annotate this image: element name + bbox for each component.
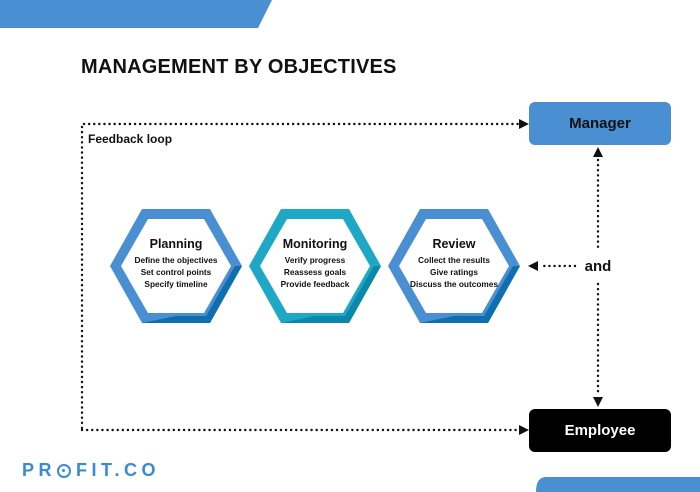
feedback-loop-path xyxy=(80,122,522,430)
monitoring-item: Provide feedback xyxy=(280,279,350,289)
feedback-loop-label: Feedback loop xyxy=(88,132,173,146)
review-hexagon-shape xyxy=(388,209,520,323)
review-item: Collect the results xyxy=(418,255,490,265)
and-connector-label: and xyxy=(578,256,618,277)
arrow-to-review xyxy=(528,261,538,271)
planning-item: Set control points xyxy=(140,267,212,277)
monitoring-hexagon: Monitoring Verify progress Reassess goal… xyxy=(247,207,383,325)
review-item: Discuss the outcomes xyxy=(409,279,499,289)
page-title: MANAGEMENT BY OBJECTIVES xyxy=(81,56,397,78)
manager-box: Manager xyxy=(529,102,671,145)
arrow-down-employee xyxy=(593,397,603,407)
profit-co-logo: PR FIT.CO xyxy=(22,460,160,481)
review-hexagon: Review Collect the results Give ratings … xyxy=(386,207,522,325)
monitoring-item: Reassess goals xyxy=(283,267,347,277)
planning-title: Planning xyxy=(149,237,203,251)
monitoring-item: Verify progress xyxy=(284,255,346,265)
top-accent-band xyxy=(0,0,272,28)
monitoring-title: Monitoring xyxy=(282,237,348,251)
arrow-up-manager xyxy=(593,147,603,157)
review-item: Give ratings xyxy=(430,267,478,277)
arrow-to-employee xyxy=(519,425,529,435)
monitoring-hexagon-shape xyxy=(249,209,381,323)
planning-item: Specify timeline xyxy=(144,279,208,289)
logo-text-suffix: FIT.CO xyxy=(76,460,161,480)
employee-box: Employee xyxy=(529,409,671,452)
logo-text-prefix: PR xyxy=(22,460,57,480)
target-icon xyxy=(57,463,72,478)
arrow-to-manager xyxy=(519,119,529,129)
planning-hexagon-shape xyxy=(110,209,242,323)
review-title: Review xyxy=(432,237,476,251)
bottom-accent-band xyxy=(536,477,700,492)
planning-hexagon: Planning Define the objectives Set contr… xyxy=(108,207,244,325)
planning-item: Define the objectives xyxy=(134,255,218,265)
